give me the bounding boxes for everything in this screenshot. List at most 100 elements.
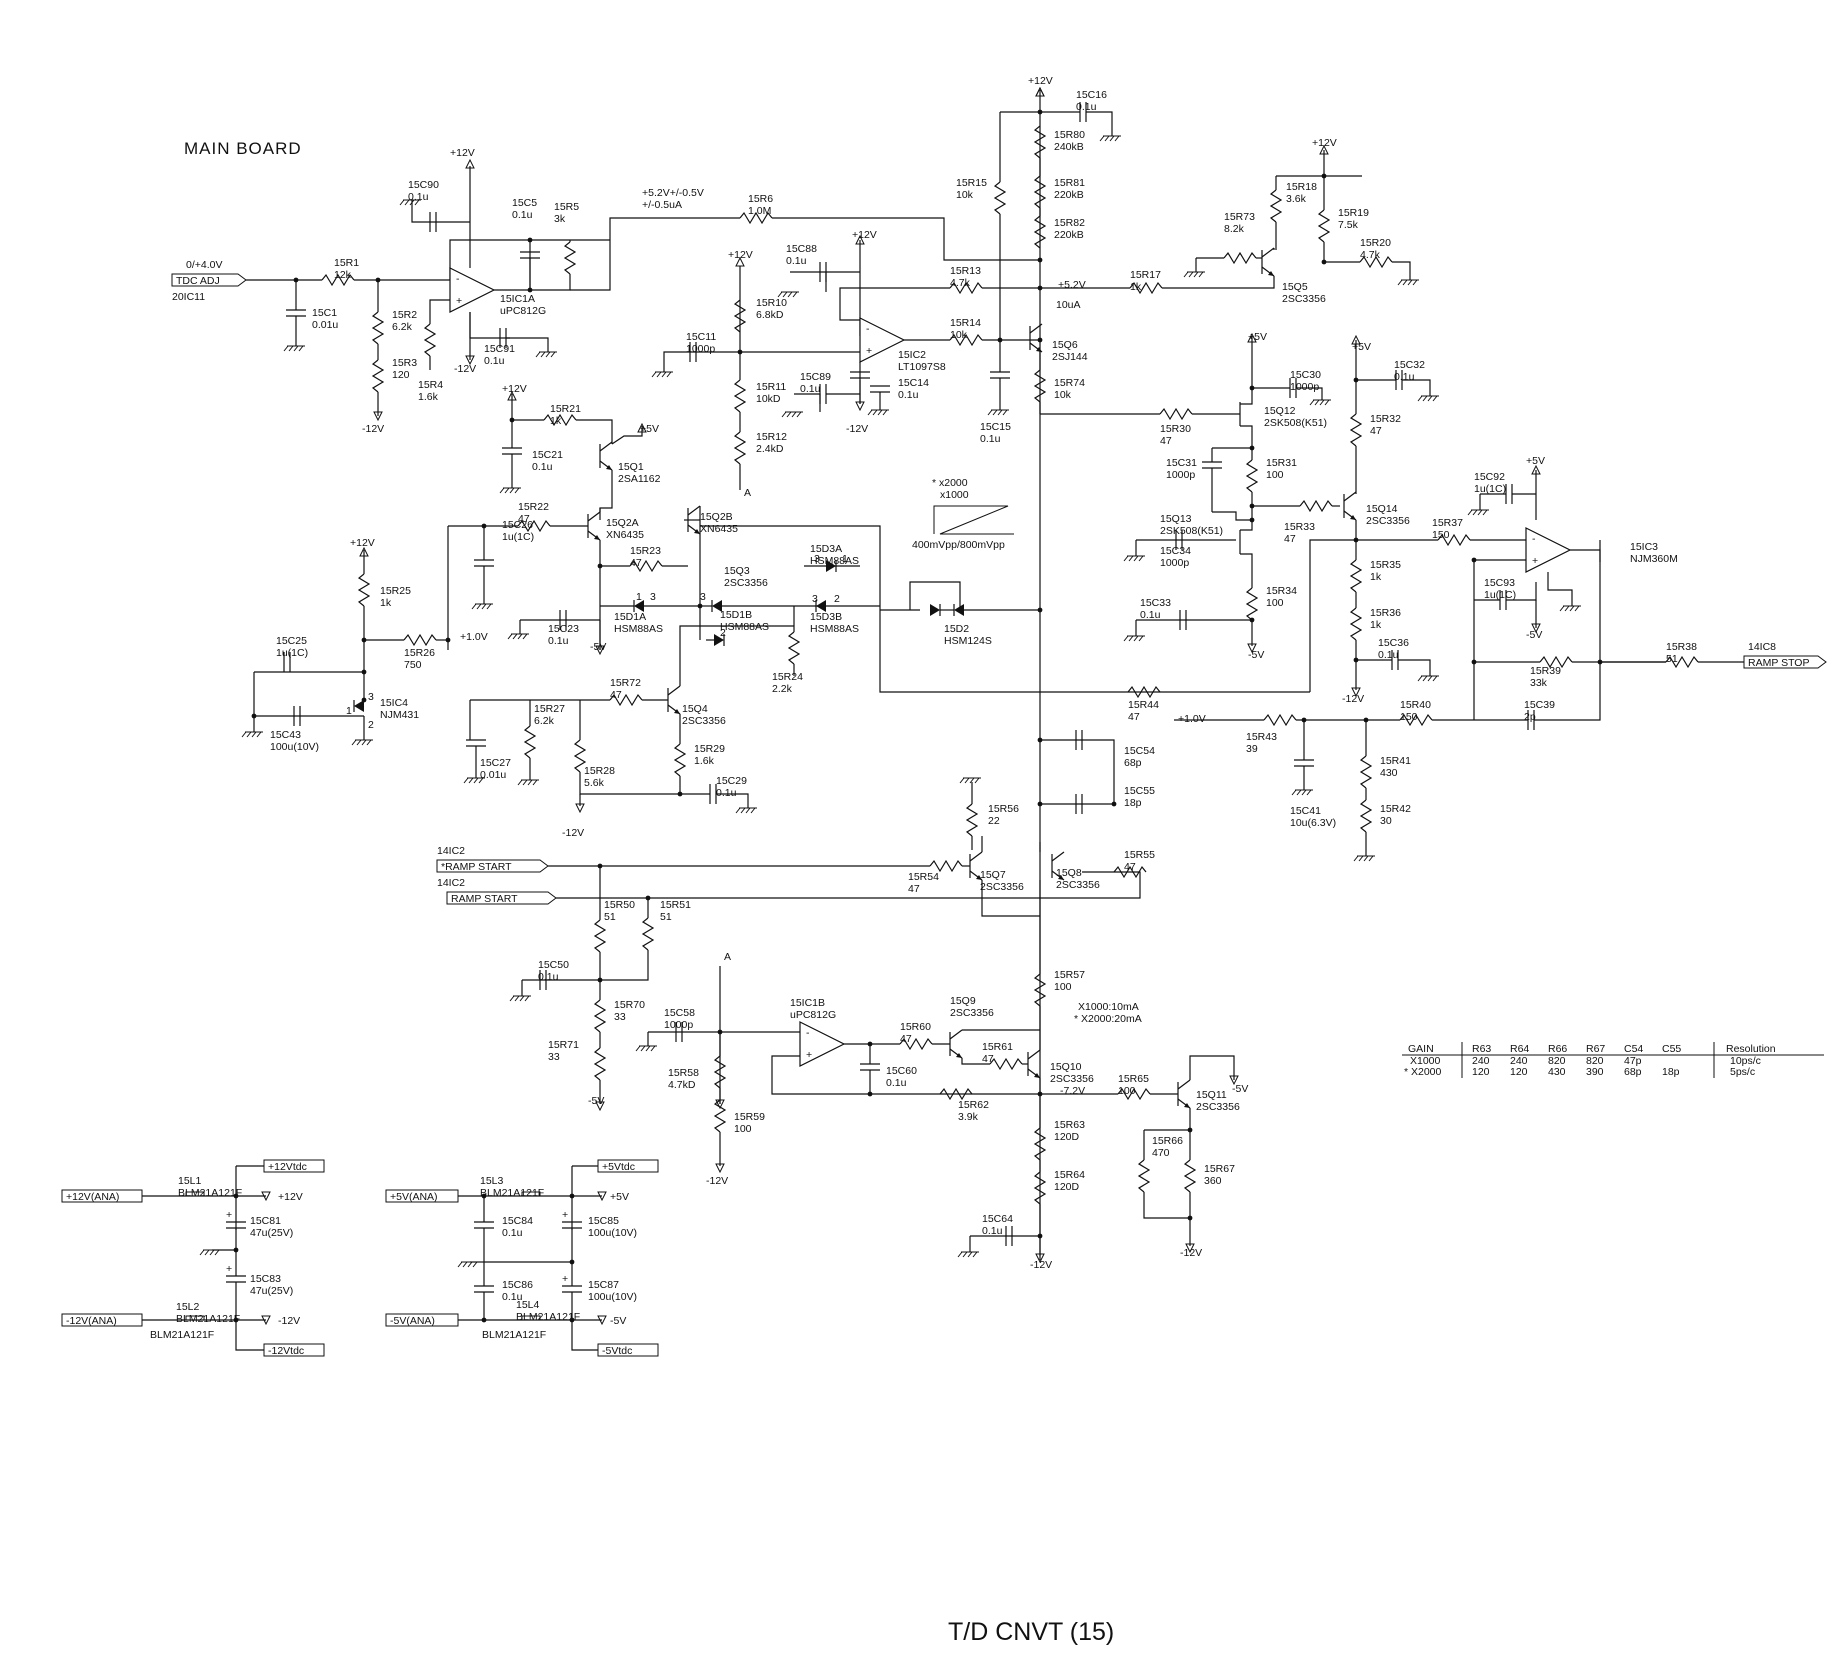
- part-value: 5.6k: [584, 777, 605, 789]
- part-ref: 15C85: [588, 1215, 619, 1227]
- part-ref: 15C26: [502, 519, 533, 531]
- part-value: 0.1u: [538, 971, 559, 983]
- wire-network: [142, 90, 1744, 1351]
- part-value: 430: [1380, 767, 1398, 779]
- part-ref: 15R57: [1054, 969, 1085, 981]
- part-value: 2.2k: [772, 683, 793, 695]
- part-value: 0.1u: [532, 461, 553, 473]
- part-ref: 15D2: [944, 623, 969, 635]
- pin-number: 1: [346, 705, 352, 717]
- port-label: *RAMP START: [441, 861, 512, 873]
- part-ref: 15D1B: [720, 609, 752, 621]
- gain-table-header: C54: [1624, 1043, 1643, 1055]
- part-value: 150: [1400, 711, 1418, 723]
- rail-label: +5V: [1526, 455, 1545, 467]
- part-value: 39: [1246, 743, 1258, 755]
- rail-label: -12V: [278, 1315, 300, 1327]
- part-value: 1u(1C): [1474, 483, 1506, 495]
- diode: [930, 604, 940, 616]
- junction-dot: [569, 1259, 575, 1265]
- ground-symbol: [1291, 789, 1314, 796]
- wire: [700, 525, 881, 610]
- part-value: 100u(10V): [588, 1291, 637, 1303]
- rail-label: -5V: [1232, 1083, 1248, 1095]
- pin-number: 3: [812, 593, 818, 605]
- amplifier-symbols: -+-+-+-+: [449, 267, 1572, 1067]
- part-ref: 15R3: [392, 357, 417, 369]
- port-note: 0/+4.0V: [186, 259, 223, 271]
- ground-symbol: [241, 731, 264, 738]
- opamp: [449, 267, 496, 313]
- supply-arrow: [1319, 144, 1329, 155]
- part-ref: 15C92: [1474, 471, 1505, 483]
- rail-label: -12V: [1342, 693, 1364, 705]
- supply-arrow: [1035, 1253, 1045, 1264]
- resistor: [1033, 1171, 1047, 1205]
- gain-table-cell: 18p: [1662, 1066, 1680, 1078]
- junction-dot: [509, 417, 515, 423]
- part-value: 2SC3356: [1282, 293, 1326, 305]
- part-ref: 15C1: [312, 307, 337, 319]
- board-label: MAIN BOARD: [184, 139, 302, 158]
- part-value: BLM21A121F: [516, 1311, 580, 1323]
- gain-table-header: C55: [1662, 1043, 1681, 1055]
- part-ref: 15R64: [1054, 1169, 1085, 1181]
- rail-label: +5V: [1352, 341, 1371, 353]
- gain-table-cell: 240: [1510, 1055, 1528, 1067]
- transistor-collector: [1029, 323, 1043, 334]
- part-value: 2SC3356: [724, 577, 768, 589]
- part-value: 100: [734, 1123, 752, 1135]
- part-ref: 15R80: [1054, 129, 1085, 141]
- resistor: [1359, 755, 1373, 789]
- junction-dot: [445, 637, 451, 643]
- part-value: 2SK508(K51): [1160, 525, 1223, 537]
- supply-arrow: [637, 422, 647, 433]
- part-ref: 15C58: [664, 1007, 695, 1019]
- transistor-collector: [969, 851, 983, 862]
- wire: [1086, 111, 1113, 136]
- part-value: 0.1u: [512, 209, 533, 221]
- supply-arrow: [855, 401, 865, 412]
- gain-note: x1000: [940, 489, 969, 501]
- page-title: T/D CNVT (15): [948, 1618, 1114, 1646]
- resistor: [1033, 215, 1047, 249]
- resistor: [1137, 1159, 1151, 1193]
- pin-number: 3: [700, 591, 706, 603]
- part-ref: 15IC1B: [790, 997, 825, 1009]
- resistor: [713, 1055, 727, 1089]
- part-ref: 15C5: [512, 197, 537, 209]
- resistor: [1033, 973, 1047, 1007]
- resistor: [563, 241, 577, 275]
- ground-symbol: [867, 409, 890, 416]
- part-ref: 15R15: [956, 177, 987, 189]
- resistor: [1033, 369, 1047, 403]
- part-value: 10k: [956, 189, 974, 201]
- offset-current-note: +/-0.5uA: [642, 199, 682, 211]
- part-value: 0.01u: [480, 769, 506, 781]
- port-p5ana: +5V(ANA): [385, 1189, 459, 1203]
- part-value: 0.1u: [982, 1225, 1003, 1237]
- part-ref: 15C87: [588, 1279, 619, 1291]
- wire: [506, 337, 549, 352]
- part-ref: 15L1: [178, 1175, 202, 1187]
- gain-note: * x2000: [932, 477, 968, 489]
- part-ref: 15R71: [548, 1039, 579, 1051]
- wire: [1547, 572, 1573, 606]
- polarity-mark: +: [562, 1209, 568, 1221]
- pin-number: 3: [650, 591, 656, 603]
- junction-dot: [1471, 659, 1477, 665]
- ground-symbols: [199, 86, 1582, 1326]
- supply-arrow: [1229, 1075, 1239, 1086]
- part-ref: 15C83: [250, 1273, 281, 1285]
- part-ref: 15C43: [270, 729, 301, 741]
- opamp: [1525, 527, 1572, 573]
- part-value: 7.5k: [1338, 219, 1359, 231]
- part-ref: 15R60: [900, 1021, 931, 1033]
- polarity-mark: +: [226, 1263, 232, 1275]
- port-label: -12Vtdc: [268, 1345, 304, 1357]
- junction-dot: [1321, 259, 1327, 265]
- resistor: [1437, 533, 1471, 547]
- rail-label: -5V: [588, 1095, 604, 1107]
- part-value: 1k: [1370, 619, 1382, 631]
